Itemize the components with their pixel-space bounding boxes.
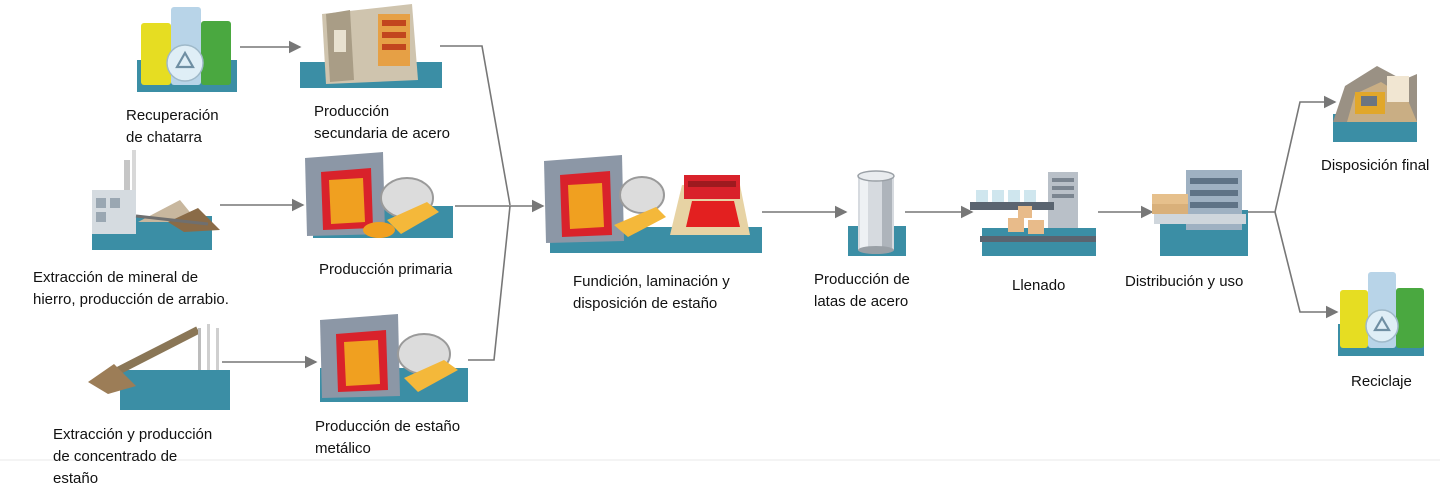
label-latas: Producción de latas de acero (814, 271, 910, 310)
merge-from-metalico (468, 205, 511, 361)
label-primaria: Producción primaria (319, 261, 453, 278)
label-distribucion: Distribución y uso (1125, 273, 1244, 290)
arrow-to-disposicion (1274, 95, 1337, 213)
label-mineral: Extracción de mineral de hierro, producc… (33, 269, 229, 308)
landfill-icon (1333, 66, 1417, 142)
label-reciclaje: Reciclaje (1351, 373, 1412, 390)
iron-ore-plant-icon (92, 150, 220, 250)
label-estano-metalico: Producción de estaño metálico (315, 418, 461, 457)
rolling-mill-icon (544, 155, 762, 253)
warehouse-icon (1152, 170, 1248, 256)
label-fundicion: Fundición, laminación y disposición de e… (573, 273, 730, 312)
tin-mining-icon (88, 324, 230, 410)
steel-can-icon (848, 170, 906, 256)
electric-furnace-icon (300, 4, 442, 88)
label-estano-extraccion: Extracción y producción de concentrado d… (53, 426, 213, 487)
recycling-bins-icon (1338, 272, 1424, 356)
connectors (220, 40, 1339, 369)
recycling-bins-icon (137, 7, 237, 92)
tin-smelter-icon (320, 314, 468, 402)
label-disposicion: Disposición final (1321, 157, 1430, 174)
label-recuperacion: Recuperación de chatarra (126, 107, 219, 146)
merge-from-secundaria (440, 45, 511, 206)
label-secundaria: Producción secundaria de acero (314, 103, 450, 142)
filling-line-icon (970, 172, 1096, 256)
arrow-to-reciclaje (1274, 211, 1339, 319)
label-llenado: Llenado (1012, 277, 1066, 294)
steel-converter-icon (305, 152, 453, 238)
